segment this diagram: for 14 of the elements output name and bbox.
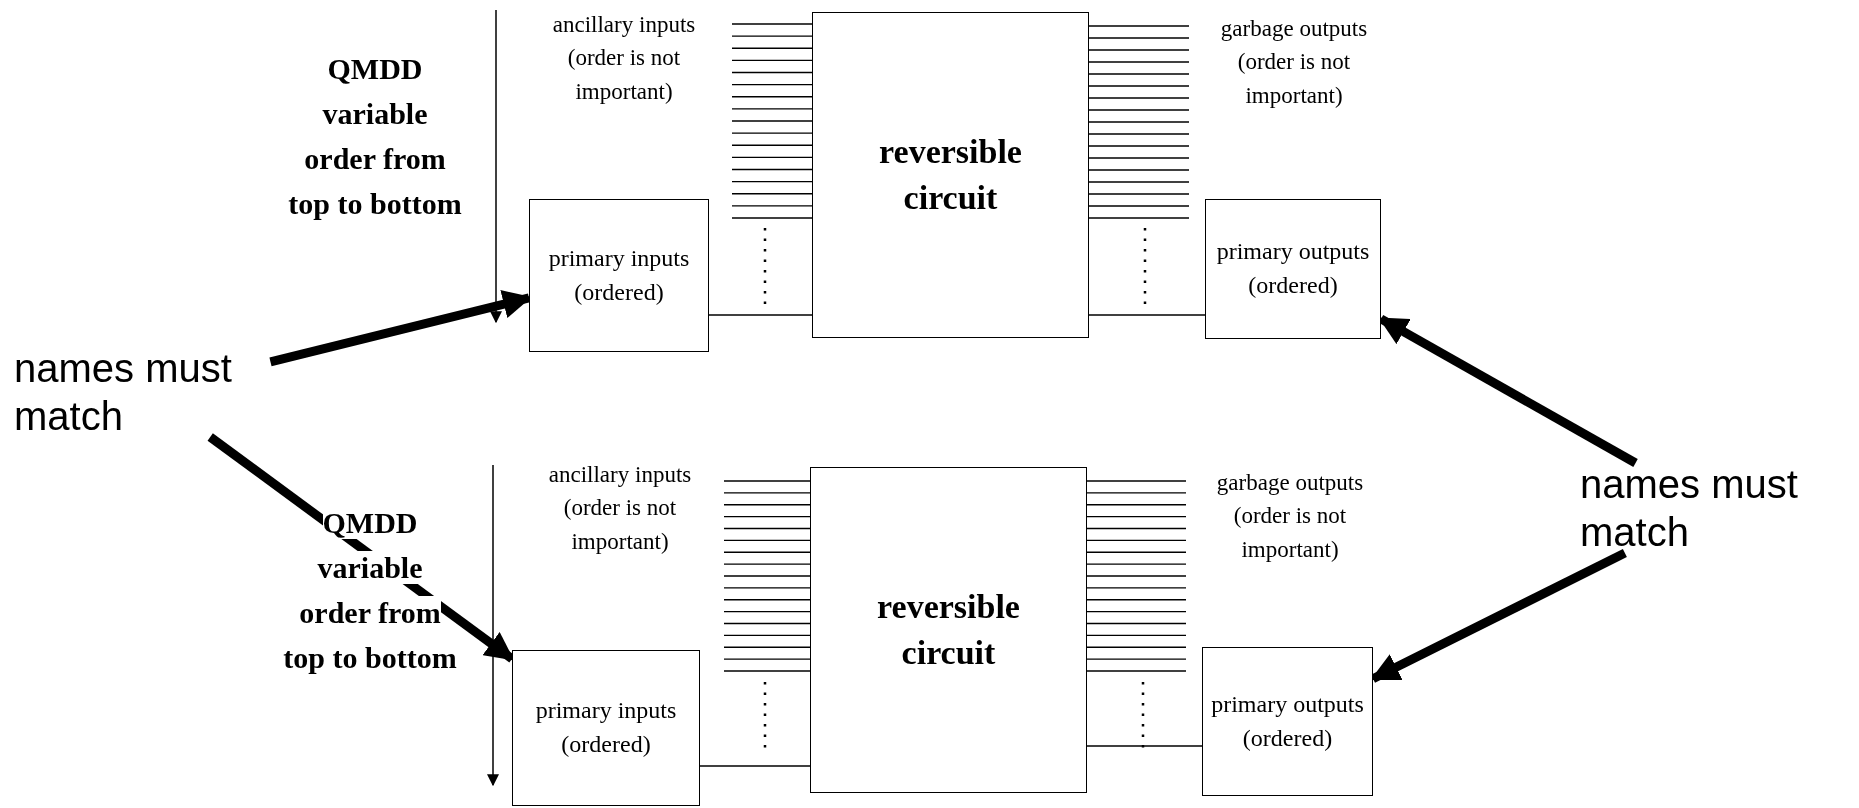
annotation-text: names must match xyxy=(14,342,284,442)
circuit-box xyxy=(812,12,1089,338)
wire xyxy=(708,314,813,316)
wire xyxy=(1086,745,1203,747)
io-box: primary inputs (ordered) xyxy=(512,650,700,806)
io-box: primary inputs (ordered) xyxy=(529,199,709,352)
annotation-text: names must match xyxy=(1580,458,1850,558)
io-box: primary outputs (ordered) xyxy=(1202,647,1373,796)
circuit-box xyxy=(810,467,1087,793)
wire xyxy=(1088,314,1206,316)
circuit-label: reversible circuit xyxy=(878,132,1023,218)
wire xyxy=(699,765,811,767)
io-box: primary outputs (ordered) xyxy=(1205,199,1381,339)
circuit-label: reversible circuit xyxy=(876,587,1021,673)
